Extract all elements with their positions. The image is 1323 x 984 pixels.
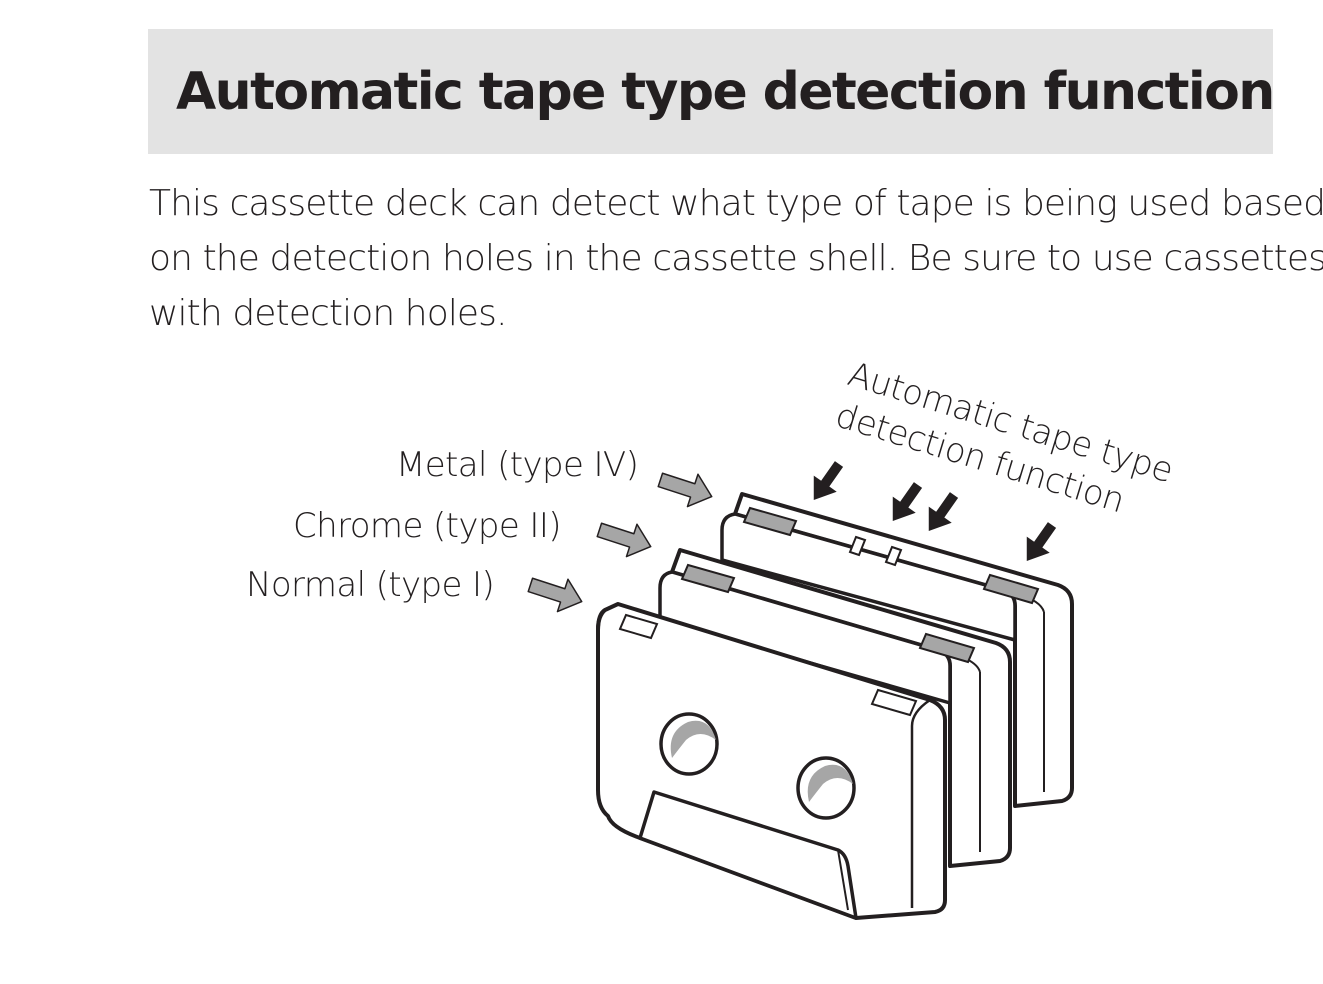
description-paragraph: This cassette deck can detect what type …	[149, 176, 1323, 341]
heading-bar	[148, 29, 1273, 154]
description-line-3: with detection holes.	[149, 293, 507, 334]
detection-label: Automatic tape type detection function	[831, 354, 1178, 521]
chrome-arrow-icon	[596, 522, 652, 558]
detection-arrow-icon	[928, 492, 959, 532]
detection-arrow-icon	[1026, 522, 1057, 562]
chrome-label: Chrome (type II)	[293, 506, 561, 546]
metal-label: Metal (type IV)	[396, 445, 638, 485]
description-line-1: This cassette deck can detect what type …	[149, 183, 1323, 224]
metal-detection-holes	[742, 506, 1040, 605]
normal-arrow-icon	[527, 577, 583, 613]
normal-detection-holes	[618, 613, 918, 717]
description-line-2: on the detection holes in the cassette s…	[149, 238, 1323, 279]
chrome-detection-holes	[680, 563, 976, 664]
detection-arrow-icon	[813, 461, 844, 501]
metal-arrow-icon	[657, 472, 713, 508]
reel-hole-icon	[659, 712, 719, 776]
detection-arrow-icon	[892, 482, 923, 522]
section-heading: Automatic tape type detection function	[176, 62, 1275, 122]
reel-hole-icon	[796, 756, 856, 820]
normal-label: Normal (type I)	[246, 565, 494, 605]
tape-window	[638, 790, 858, 920]
